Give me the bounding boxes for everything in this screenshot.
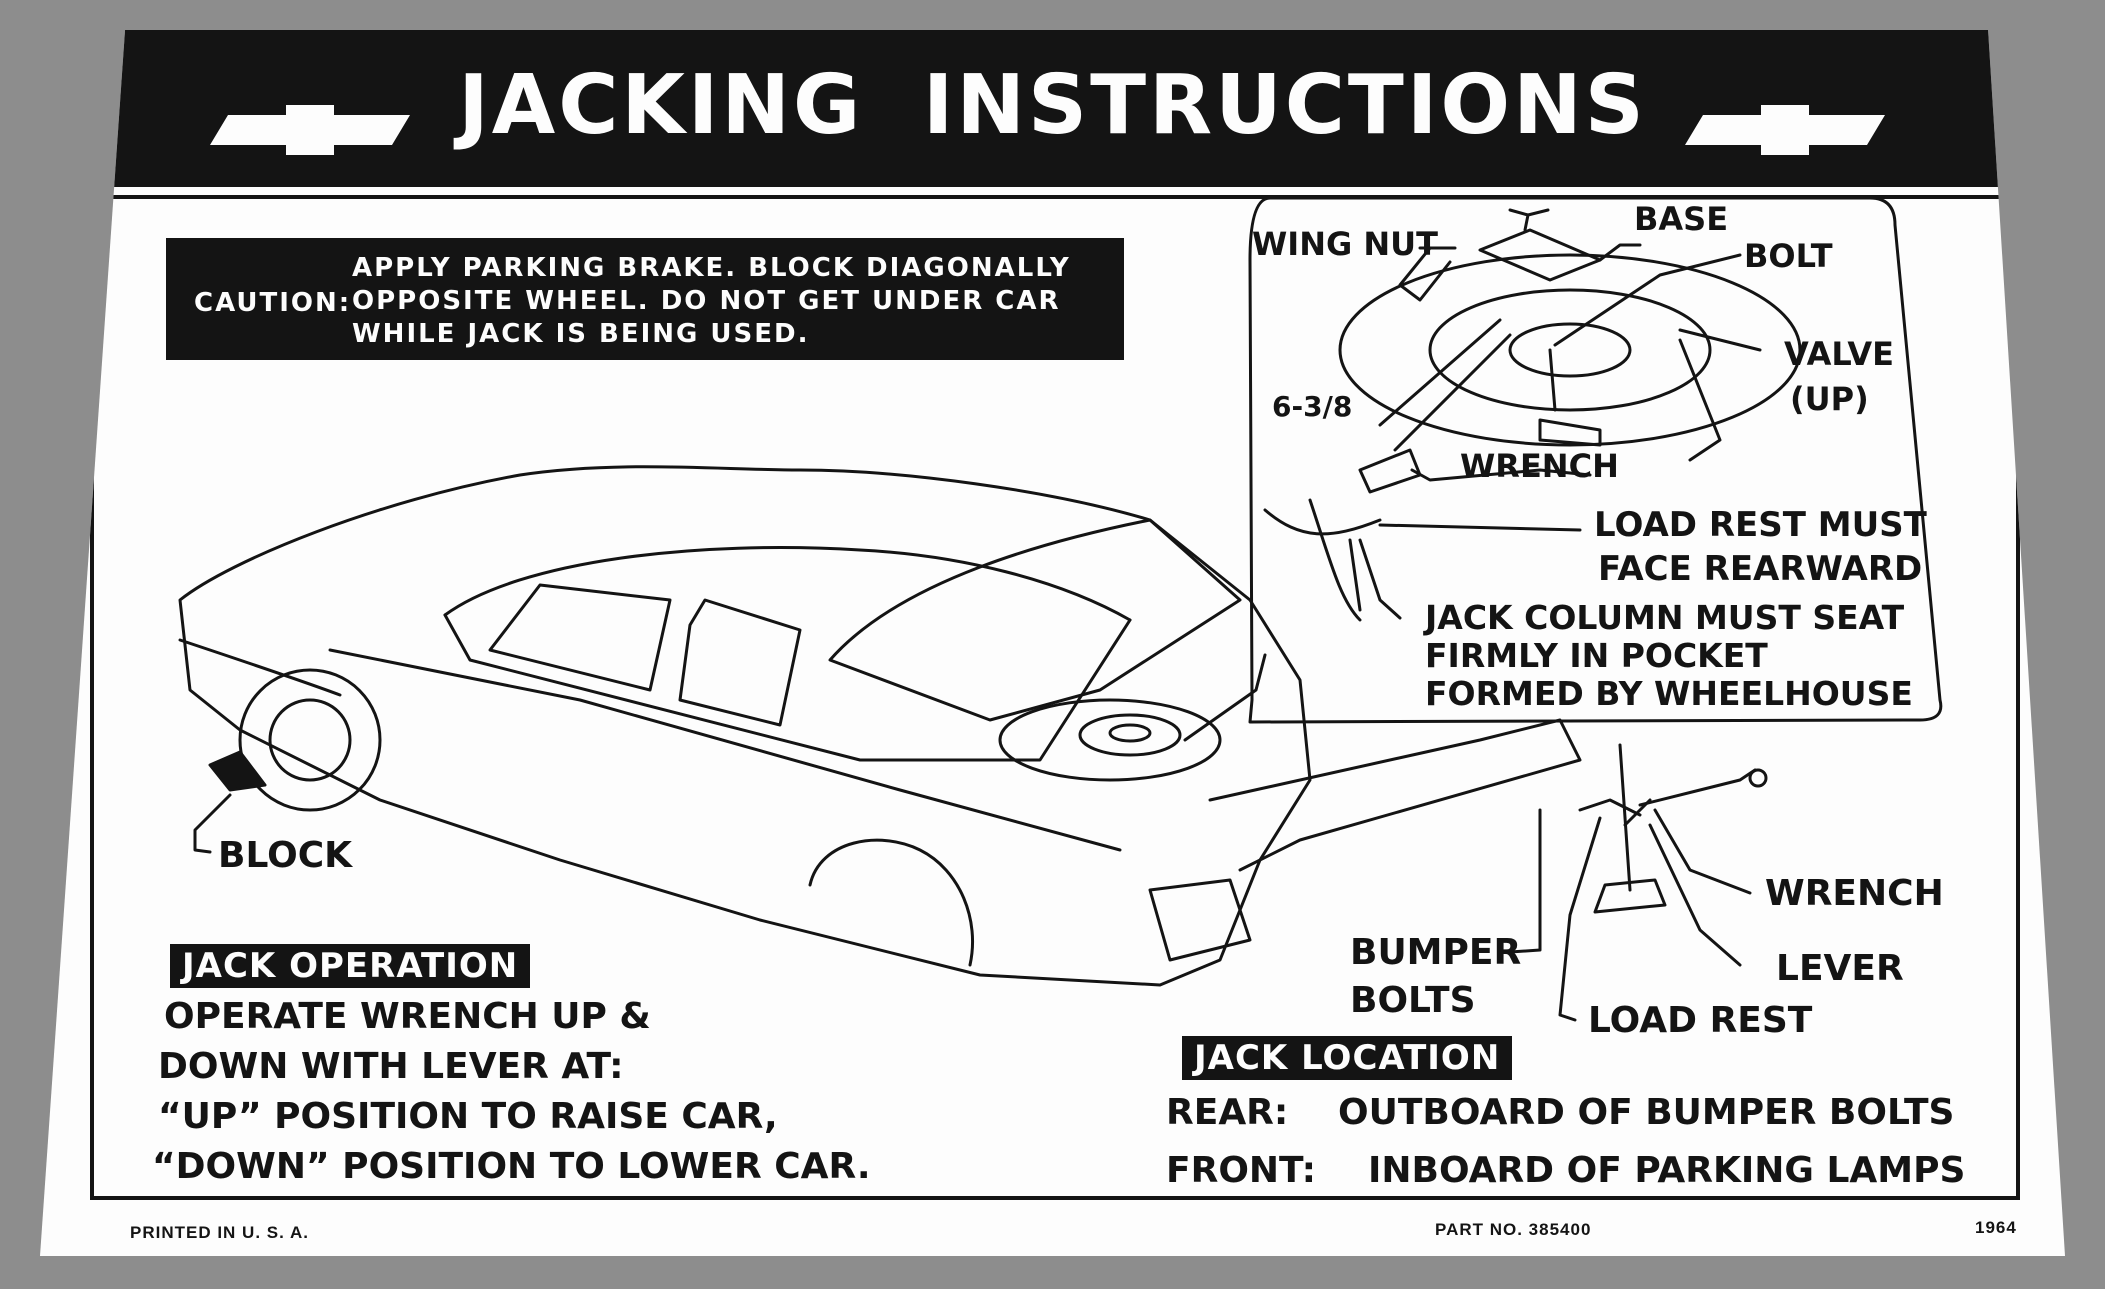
- bolts-label: BOLTS: [1350, 980, 1476, 1021]
- content-frame: [90, 195, 2020, 1200]
- inset-wrench-label: WRENCH: [1460, 447, 1619, 485]
- caution-line: OPPOSITE WHEEL. DO NOT GET UNDER CAR: [352, 286, 1061, 316]
- lever-label: LEVER: [1776, 948, 1904, 989]
- caution-box: CAUTION: APPLY PARKING BRAKE. BLOCK DIAG…: [166, 238, 1124, 360]
- printed-in-label: PRINTED IN U. S. A.: [130, 1223, 309, 1242]
- load-rest-must-label: LOAD REST MUST: [1594, 505, 1927, 545]
- rear-label: REAR:: [1166, 1092, 1289, 1133]
- jack-operation-line: OPERATE WRENCH UP &: [164, 996, 651, 1037]
- bolt-label: BOLT: [1744, 237, 1833, 275]
- block-label: BLOCK: [218, 835, 353, 876]
- jack-column-label-3: FORMED BY WHEELHOUSE: [1425, 674, 1913, 713]
- wrench-label: WRENCH: [1765, 873, 1944, 914]
- valve-up-label: (UP): [1790, 380, 1869, 418]
- front-text: INBOARD OF PARKING LAMPS: [1368, 1150, 1966, 1191]
- jack-operation-heading: JACK OPERATION: [170, 944, 531, 988]
- decal-sheet: JACKING INSTRUCTIONS: [40, 30, 2065, 1256]
- jack-column-label-1: JACK COLUMN MUST SEAT: [1425, 598, 1905, 637]
- front-label: FRONT:: [1166, 1150, 1317, 1191]
- jack-location-heading: JACK LOCATION: [1182, 1036, 1513, 1080]
- header-bar: JACKING INSTRUCTIONS: [40, 30, 2065, 187]
- jack-column-label-2: FIRMLY IN POCKET: [1425, 636, 1768, 675]
- caution-label: CAUTION:: [194, 288, 352, 318]
- jack-operation-line: “UP” POSITION TO RAISE CAR,: [158, 1096, 778, 1137]
- caution-line: APPLY PARKING BRAKE. BLOCK DIAGONALLY: [352, 253, 1071, 283]
- bowtie-logo-right: [1685, 105, 1885, 155]
- year-label: 1964: [1975, 1218, 2017, 1237]
- jack-operation-line: DOWN WITH LEVER AT:: [158, 1046, 624, 1087]
- load-rest-label: LOAD REST: [1588, 1000, 1813, 1041]
- caution-text: APPLY PARKING BRAKE. BLOCK DIAGONALLY OP…: [352, 252, 1071, 351]
- page-title: JACKING INSTRUCTIONS: [458, 58, 1647, 153]
- part-number-label: PART NO. 385400: [1435, 1220, 1592, 1239]
- bowtie-logo-left: [210, 105, 410, 155]
- valve-label: VALVE: [1784, 335, 1894, 373]
- rear-text: OUTBOARD OF BUMPER BOLTS: [1338, 1092, 1955, 1133]
- base-label: BASE: [1634, 200, 1729, 238]
- jack-operation-line: “DOWN” POSITION TO LOWER CAR.: [152, 1146, 871, 1187]
- wing-nut-label: WING NUT: [1252, 225, 1438, 263]
- caution-line: WHILE JACK IS BEING USED.: [352, 319, 810, 349]
- bumper-label: BUMPER: [1350, 932, 1522, 973]
- dimension-label: 6-3/8: [1272, 390, 1353, 423]
- face-rearward-label: FACE REARWARD: [1598, 549, 1923, 589]
